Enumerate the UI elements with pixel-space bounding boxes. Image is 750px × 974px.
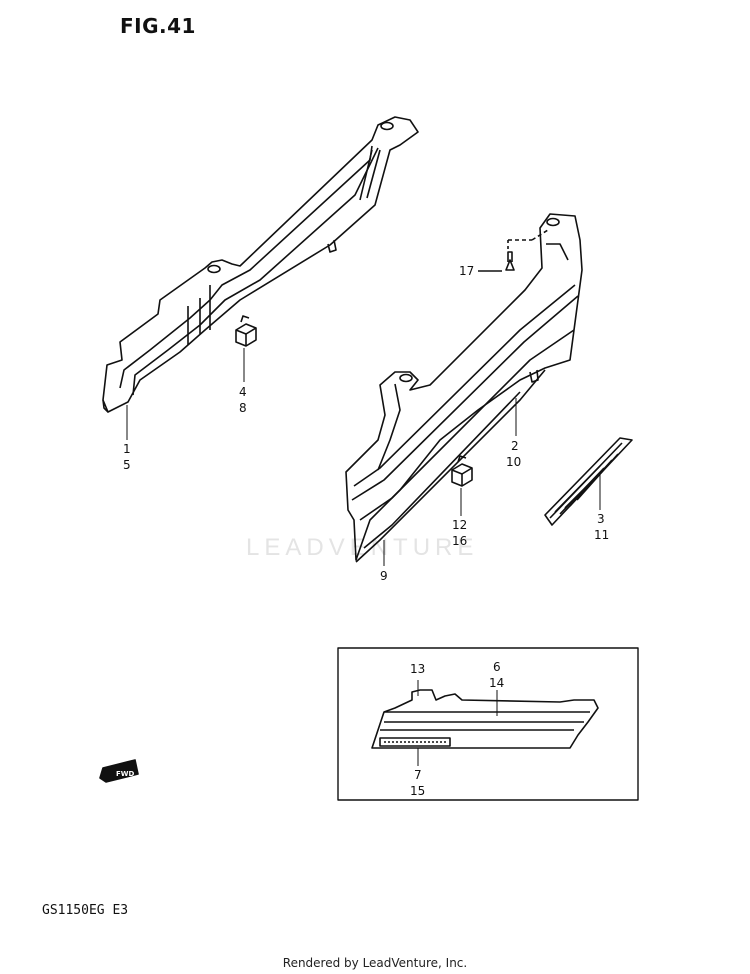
figure-title: FIG.41 (120, 14, 196, 38)
callout-1: 1 (123, 442, 131, 456)
callout-3: 3 (597, 512, 605, 526)
callout-5: 5 (123, 458, 131, 472)
callout-4: 4 (239, 385, 247, 399)
callout-8: 8 (239, 401, 247, 415)
callout-7: 7 (414, 768, 422, 782)
callout-11: 11 (594, 528, 610, 542)
screw-17 (478, 229, 549, 272)
footer-credit: Rendered by LeadVenture, Inc. (282, 956, 468, 970)
grommet-12 (451, 455, 473, 487)
callout-13: 13 (410, 662, 426, 676)
callout-9: 9 (380, 569, 388, 583)
callout-10: 10 (506, 455, 522, 469)
callout-12: 12 (452, 518, 468, 532)
inset-box (337, 647, 639, 801)
fwd-arrow-icon (99, 759, 139, 783)
callout-15: 15 (410, 784, 426, 798)
side-cover-frame-left (102, 116, 419, 413)
callout-2: 2 (511, 439, 519, 453)
side-cover-right (345, 213, 583, 563)
callout-16: 16 (452, 534, 468, 548)
model-code: GS1150EG E3 (42, 903, 129, 918)
callout-14: 14 (489, 676, 505, 690)
emblem-3 (544, 437, 633, 526)
grommet-4 (235, 315, 257, 347)
callout-17: 17 (459, 264, 475, 278)
fwd-label: FWD (116, 770, 135, 778)
callout-6: 6 (493, 660, 501, 674)
